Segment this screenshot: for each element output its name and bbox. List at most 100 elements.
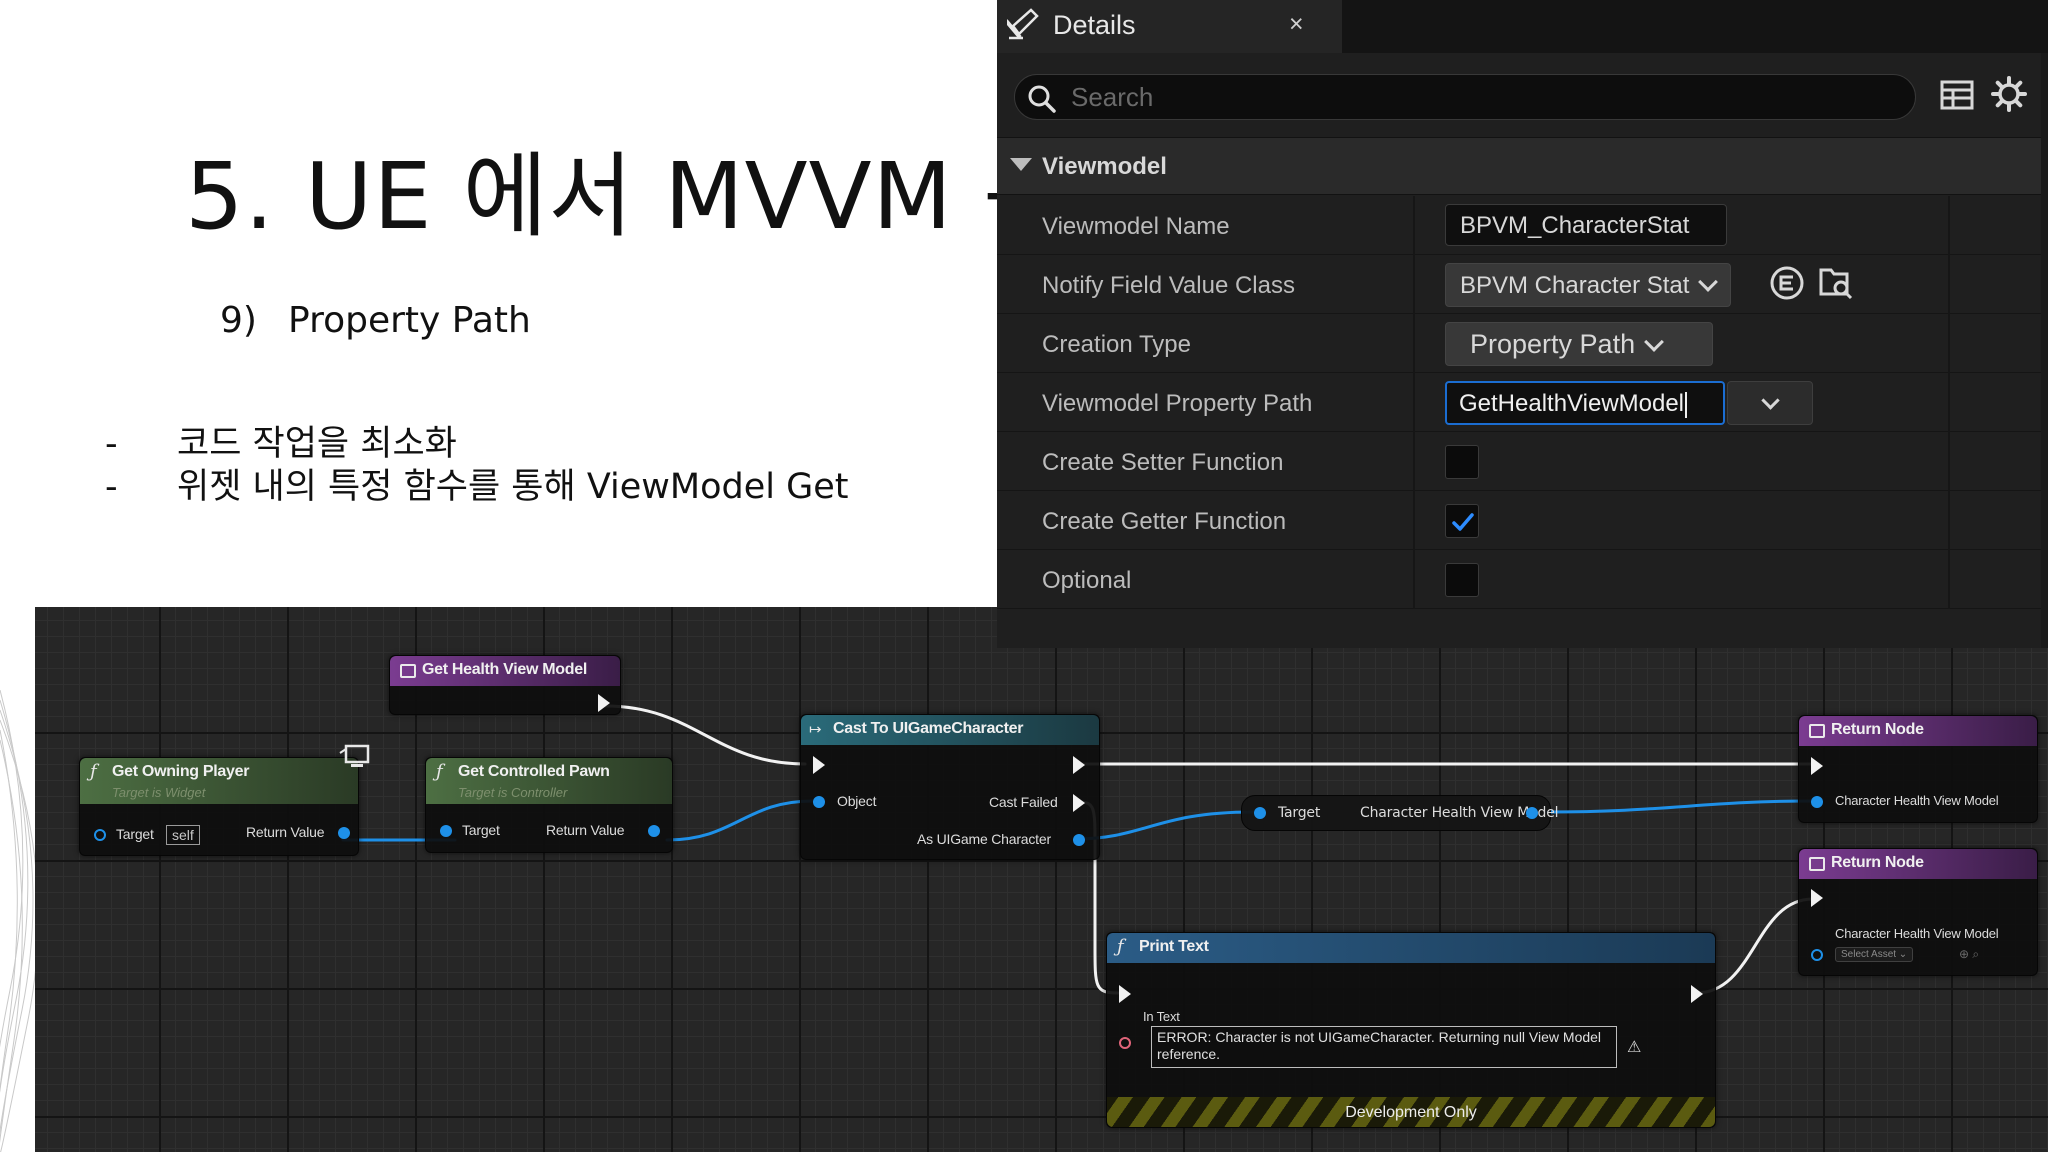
exec-out-pin[interactable] bbox=[1691, 985, 1703, 1003]
property-row: Creation Type Property Path bbox=[997, 314, 2041, 373]
view-model-pin[interactable] bbox=[1811, 949, 1823, 961]
cast-icon: ↦ bbox=[809, 721, 822, 738]
function-icon: ƒ bbox=[436, 761, 443, 782]
return-value-pin[interactable] bbox=[648, 825, 660, 837]
close-icon[interactable]: × bbox=[1289, 10, 1304, 38]
object-pin[interactable] bbox=[813, 796, 825, 808]
return-icon bbox=[1809, 857, 1825, 871]
exec-in-pin[interactable] bbox=[813, 756, 825, 774]
exec-in-pin[interactable] bbox=[1119, 985, 1131, 1003]
property-row: Viewmodel Property Path GetHealthViewMod… bbox=[997, 373, 2041, 432]
property-row: Create Getter Function bbox=[997, 491, 2041, 550]
slide-subitem: 9)Property Path bbox=[220, 300, 531, 341]
decorative-lines bbox=[0, 690, 39, 1152]
select-asset-dropdown[interactable]: Select Asset ⌄ bbox=[1835, 947, 1914, 962]
pin-label: Object bbox=[837, 793, 877, 809]
development-only-label: Development Only bbox=[1345, 1104, 1477, 1121]
table-view-icon[interactable] bbox=[1939, 77, 1975, 113]
viewmodel-name-field[interactable]: BPVM_CharacterStat bbox=[1445, 204, 1727, 246]
bullet-dash: - bbox=[105, 424, 118, 464]
viewmodel-category[interactable]: Viewmodel bbox=[997, 137, 2041, 195]
exec-in-pin[interactable] bbox=[1811, 889, 1823, 907]
pin-label: Character Health View Model bbox=[1835, 793, 1999, 808]
details-panel: Details × Viewmodel bbox=[997, 0, 2048, 648]
view-model-pin[interactable] bbox=[1811, 796, 1823, 808]
search-box[interactable] bbox=[1014, 74, 1916, 120]
warning-icon: ⚠ bbox=[1627, 1039, 1642, 1056]
checkmark-icon bbox=[1452, 513, 1474, 531]
node-title: Get Controlled Pawn bbox=[458, 763, 610, 780]
property-row: Viewmodel Name BPVM_CharacterStat bbox=[997, 196, 2041, 255]
property-path-input[interactable]: GetHealthViewModel bbox=[1445, 381, 1725, 425]
property-name: Viewmodel Property Path bbox=[1042, 390, 1313, 417]
property-name: Optional bbox=[1042, 567, 1132, 594]
as-character-pin[interactable] bbox=[1073, 834, 1085, 846]
self-value[interactable]: self bbox=[166, 825, 200, 845]
get-controlled-pawn-node[interactable]: ƒ Get Controlled Pawn Target is Controll… bbox=[425, 757, 673, 853]
exec-out-pin[interactable] bbox=[1073, 756, 1085, 774]
bullet-item: -코드 작업을 최소화 bbox=[105, 415, 457, 466]
exec-out-pin[interactable] bbox=[598, 694, 610, 712]
node-title: Print Text bbox=[1139, 938, 1209, 955]
return-node[interactable]: Return Node Character Health View Model bbox=[1798, 715, 2038, 823]
text-caret bbox=[1685, 391, 1688, 418]
function-icon: ƒ bbox=[90, 761, 97, 782]
node-title: Get Owning Player bbox=[112, 763, 250, 780]
function-icon: ƒ bbox=[1117, 936, 1124, 957]
bullet-item: -위젯 내의 특정 함수를 통해 ViewModel Get bbox=[105, 458, 848, 509]
cast-failed-pin[interactable] bbox=[1073, 794, 1085, 812]
collapse-arrow-icon[interactable] bbox=[1010, 158, 1032, 171]
pin-label: Target bbox=[1278, 805, 1321, 821]
monitor-icon bbox=[339, 744, 370, 767]
property-name: Notify Field Value Class bbox=[1042, 272, 1295, 299]
select-asset-label: Select Asset bbox=[1841, 949, 1897, 960]
create-setter-checkbox[interactable] bbox=[1445, 445, 1479, 479]
print-text-node[interactable]: ƒ Print Text In Text ERROR: Character is… bbox=[1106, 932, 1716, 1128]
property-path-dropdown[interactable] bbox=[1727, 381, 1813, 425]
pin-label: Target bbox=[116, 826, 154, 842]
exec-in-pin[interactable] bbox=[1811, 757, 1823, 775]
get-owning-player-node[interactable]: ƒ Get Owning Player Target is Widget Tar… bbox=[79, 757, 359, 856]
category-label: Viewmodel bbox=[1042, 153, 1167, 180]
creation-type-dropdown[interactable]: Property Path bbox=[1445, 322, 1713, 366]
property-row: Optional bbox=[997, 550, 2041, 609]
return-node[interactable]: Return Node Character Health View Model … bbox=[1798, 848, 2038, 976]
details-tab-bar: Details × bbox=[997, 0, 2048, 53]
target-pin[interactable] bbox=[440, 825, 452, 837]
node-subtitle: Target is Controller bbox=[458, 785, 568, 800]
blueprint-graph[interactable]: Get Health View Model ƒ Get Owning Playe… bbox=[35, 607, 2048, 1152]
in-text-label: In Text bbox=[1143, 1009, 1180, 1024]
property-name: Viewmodel Name bbox=[1042, 213, 1230, 240]
health-view-model-getter-node[interactable]: Target Character Health View Model bbox=[1241, 795, 1559, 831]
cast-node[interactable]: ↦ Cast To UIGameCharacter Object Cast Fa… bbox=[800, 714, 1100, 860]
target-pin[interactable] bbox=[1254, 807, 1266, 819]
in-text-pin[interactable] bbox=[1119, 1037, 1131, 1049]
details-tab-label: Details bbox=[1053, 10, 1136, 40]
create-getter-checkbox[interactable] bbox=[1445, 504, 1479, 538]
browse-asset-icon[interactable] bbox=[1817, 264, 1855, 302]
property-name: Create Setter Function bbox=[1042, 449, 1284, 476]
search-input[interactable] bbox=[1071, 80, 1891, 114]
pin-label: Target bbox=[462, 822, 500, 838]
bullet-dash: - bbox=[105, 467, 118, 507]
output-pin[interactable] bbox=[1526, 807, 1538, 819]
in-text-field[interactable]: ERROR: Character is not UIGameCharacter.… bbox=[1151, 1026, 1617, 1068]
browse-icons[interactable]: ⊕ ⌕ bbox=[1959, 947, 1980, 961]
optional-checkbox[interactable] bbox=[1445, 563, 1479, 597]
pin-label: Return Value bbox=[546, 822, 625, 838]
function-icon bbox=[400, 664, 416, 678]
browse-back-icon[interactable] bbox=[1768, 264, 1806, 302]
node-title: Cast To UIGameCharacter bbox=[833, 720, 1024, 737]
details-tab[interactable]: Details × bbox=[997, 0, 1342, 53]
development-only-stripe bbox=[1107, 1097, 1715, 1127]
gear-icon[interactable] bbox=[1990, 75, 2028, 113]
target-pin[interactable] bbox=[94, 829, 106, 841]
property-row: Create Setter Function bbox=[997, 432, 2041, 491]
return-value-pin[interactable] bbox=[338, 827, 350, 839]
node-title: Return Node bbox=[1831, 721, 1924, 738]
get-health-view-model-node[interactable]: Get Health View Model bbox=[389, 655, 621, 715]
node-title: Return Node bbox=[1831, 854, 1924, 871]
notify-class-dropdown[interactable]: BPVM Character Stat bbox=[1445, 263, 1731, 307]
property-name: Creation Type bbox=[1042, 331, 1191, 358]
chevron-down-icon bbox=[1698, 272, 1719, 292]
